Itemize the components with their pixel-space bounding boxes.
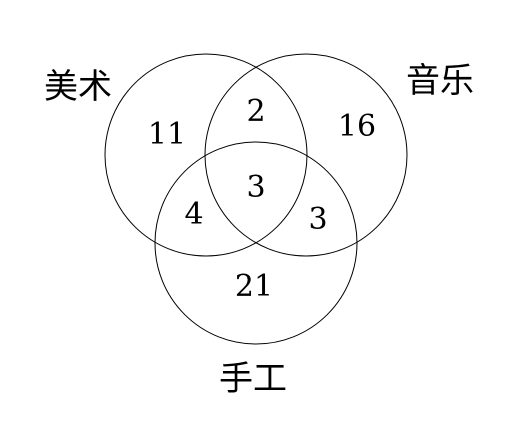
circle-art bbox=[104, 53, 308, 257]
count-crafts-only: 21 bbox=[235, 269, 273, 304]
count-music-crafts: 3 bbox=[308, 202, 327, 237]
set-label-music: 音乐 bbox=[406, 61, 474, 101]
count-art-music: 2 bbox=[246, 94, 265, 129]
set-label-crafts: 手工 bbox=[219, 359, 287, 399]
set-label-art: 美术 bbox=[44, 67, 112, 107]
circle-music bbox=[204, 53, 408, 257]
circle-crafts bbox=[154, 141, 358, 345]
count-all-three: 3 bbox=[246, 170, 265, 205]
count-art-crafts: 4 bbox=[184, 197, 203, 232]
count-art-only: 11 bbox=[148, 117, 186, 152]
count-music-only: 16 bbox=[338, 109, 376, 144]
